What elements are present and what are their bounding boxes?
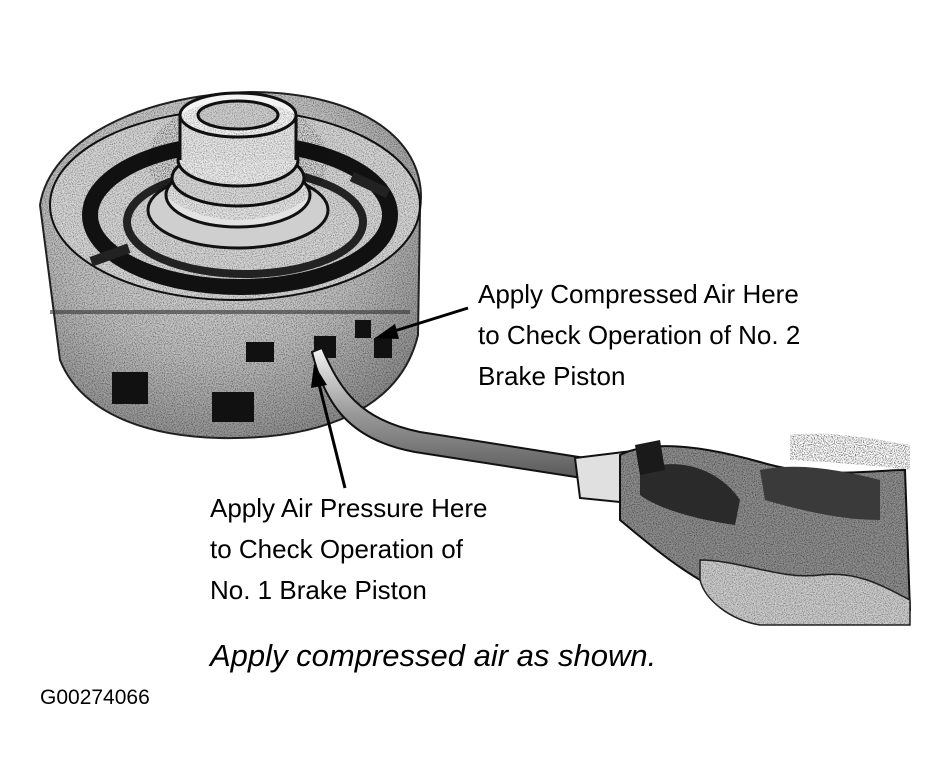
brake-drum	[38, 90, 422, 440]
figure-id: G00274066	[40, 686, 150, 709]
callout-line: Brake Piston	[478, 361, 626, 391]
air-nozzle	[310, 346, 912, 626]
figure-caption: Apply compressed air as shown.	[210, 638, 657, 673]
callout-no1-piston: Apply Air Pressure Here to Check Operati…	[210, 488, 487, 611]
leader-arrow-no1	[316, 379, 347, 489]
callout-line: to Check Operation of No. 2	[478, 320, 801, 350]
callout-line: Apply Compressed Air Here	[478, 279, 799, 309]
arrowhead-no2	[375, 324, 399, 339]
callout-no2-piston: Apply Compressed Air Here to Check Opera…	[478, 274, 800, 397]
leader-arrow-no2	[387, 306, 469, 335]
callout-line: No. 1 Brake Piston	[210, 575, 427, 605]
leader-arrows	[311, 306, 469, 489]
callout-line: Apply Air Pressure Here	[210, 493, 488, 523]
callout-line: to Check Operation of	[210, 534, 463, 564]
arrowhead-no1	[311, 364, 327, 388]
